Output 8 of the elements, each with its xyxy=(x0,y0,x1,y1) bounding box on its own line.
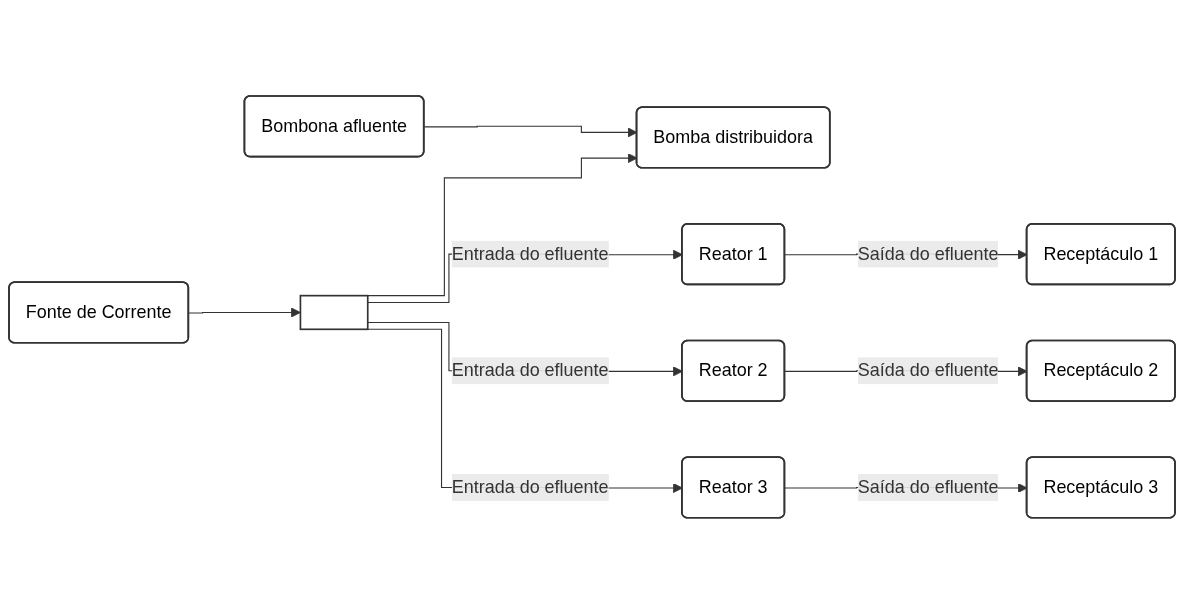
edge-label: Saída do efluente xyxy=(857,360,999,380)
edge-label: Entrada do efluente xyxy=(451,360,609,380)
edge-label: Saída do efluente xyxy=(857,477,999,497)
edge-label: Entrada do efluente xyxy=(451,244,609,264)
edge-label: Entrada do efluente xyxy=(451,477,609,497)
edge-label: Saída do efluente xyxy=(857,244,999,264)
node-box xyxy=(299,294,369,331)
arrow xyxy=(188,307,301,318)
